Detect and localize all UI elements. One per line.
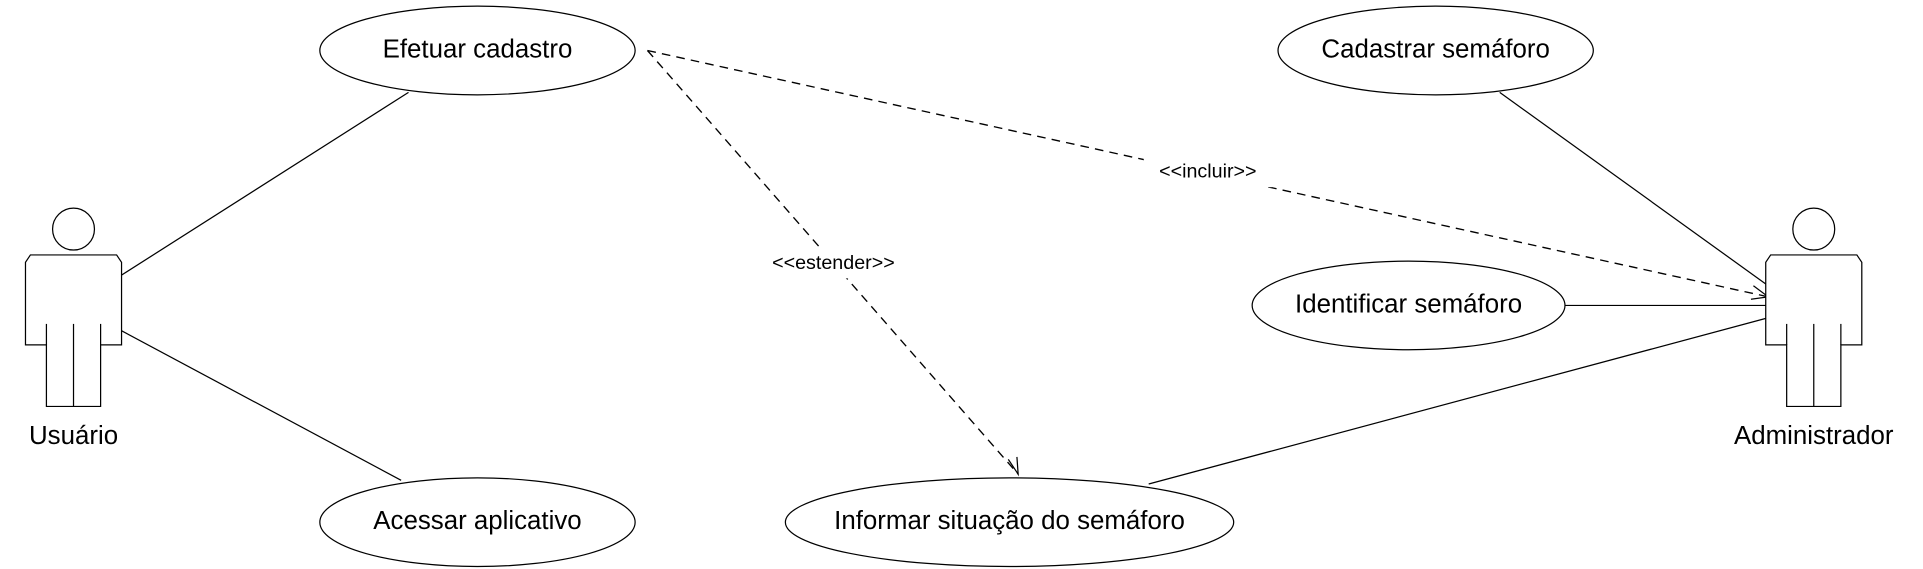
svg-text:Acessar aplicativo: Acessar aplicativo — [373, 507, 581, 535]
include-dependency: <<incluir>> — [647, 49, 1770, 300]
svg-text:Cadastrar semáforo: Cadastrar semáforo — [1321, 35, 1550, 63]
use-case-identificar-semaforo[interactable]: Identificar semáforo — [1251, 260, 1566, 351]
actor-label: Usuário — [29, 422, 118, 450]
svg-text:Informar situação do semáforo: Informar situação do semáforo — [834, 507, 1185, 535]
include-label: <<incluir>> — [1159, 161, 1256, 183]
use-case-acessar-aplicativo[interactable]: Acessar aplicativo — [319, 477, 636, 568]
use-case-efetuar-cadastro[interactable]: Efetuar cadastro — [319, 5, 636, 96]
actor-icon — [24, 207, 123, 408]
association-usuario-acessar — [120, 329, 402, 481]
actor-icon — [1765, 207, 1863, 408]
use-case-cadastrar-semaforo[interactable]: Cadastrar semáforo — [1277, 5, 1594, 96]
actor-label: Administrador — [1734, 422, 1894, 450]
actor-usuario[interactable]: Usuário — [24, 207, 123, 450]
arrowhead-icon — [1007, 456, 1019, 477]
svg-text:Efetuar cadastro: Efetuar cadastro — [383, 35, 573, 63]
association-usuario-efetuar — [119, 91, 409, 277]
use-case-informar-situacao[interactable]: Informar situação do semáforo — [784, 477, 1235, 568]
extend-label: <<estender>> — [772, 252, 895, 274]
association-admin-informar — [1148, 317, 1769, 485]
extend-dependency: <<estender>> — [646, 50, 1019, 477]
association-admin-cadastrar — [1499, 91, 1769, 287]
svg-text:Identificar semáforo: Identificar semáforo — [1295, 290, 1522, 318]
actor-administrador[interactable]: Administrador — [1734, 207, 1894, 450]
